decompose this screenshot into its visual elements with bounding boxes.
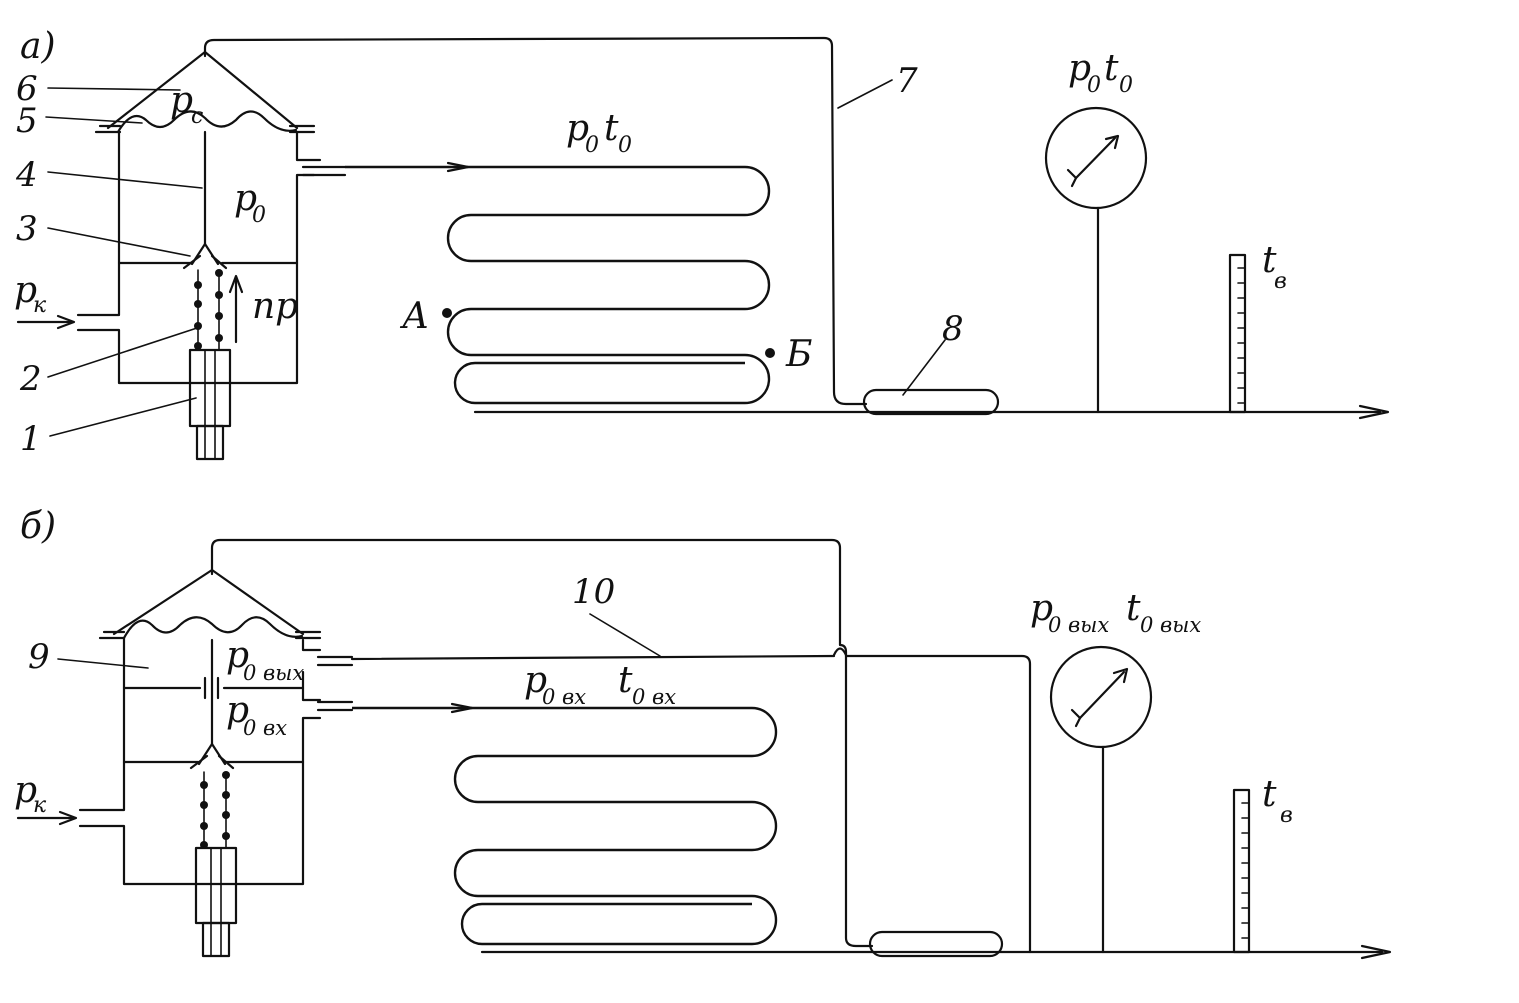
label-tv-a-sub: в: [1274, 269, 1287, 294]
diaphragm-a: [116, 110, 298, 134]
callout-3: 3: [16, 209, 38, 249]
label-t0-gauge-sub: 0: [1119, 73, 1133, 98]
callout-5: 5: [16, 101, 38, 141]
evaporator-coil-b: [352, 706, 778, 946]
label-pk-a-sub: к: [33, 293, 47, 318]
pressure-gauge-b: [1049, 645, 1153, 954]
sensing-bulb-8: [862, 388, 1000, 416]
panel-b: б): [14, 506, 1392, 960]
point-a-marker: [442, 308, 452, 318]
label-t0vx-coil-sub: 0 вх: [632, 685, 676, 709]
label-pk-a-p: p: [14, 270, 37, 311]
label-pr: пр: [252, 286, 298, 327]
label-tv-b-t: t: [1262, 774, 1277, 815]
label-p0vx-coil-p: p: [524, 660, 547, 701]
capillary-tube-b: [210, 538, 874, 948]
label-pk-b-sub: к: [33, 793, 47, 818]
callout-2: 2: [19, 359, 42, 399]
label-p0vyh-gauge-p: p: [1030, 588, 1053, 629]
callout-7: 7: [896, 61, 918, 101]
label-tv-b-sub: в: [1280, 803, 1293, 828]
label-p0-valve-sub: 0: [252, 203, 266, 228]
label-point-a: А: [399, 296, 429, 337]
callout-10: 10: [572, 572, 615, 612]
label-p0-gauge-p: p: [1068, 48, 1091, 89]
label-pk-b-p: p: [14, 770, 37, 811]
sensing-bulb-b: [868, 930, 1004, 958]
label-p0vx-valve-p: p: [226, 690, 249, 731]
callout-8: 8: [942, 309, 964, 349]
callout-1: 1: [20, 419, 42, 459]
label-t0-coil-sub: 0: [618, 133, 632, 158]
capillary-tube-7: [203, 36, 868, 406]
diaphragm-b: [122, 616, 304, 640]
label-p0vyh-gauge-sub: 0 вых: [1048, 613, 1109, 637]
label-pc-p: p: [170, 80, 193, 121]
panel-b-tag: б): [20, 506, 56, 547]
evaporator-coil-a: [345, 165, 771, 405]
label-p0-gauge-sub: 0: [1087, 73, 1101, 98]
label-t0-gauge-t: t: [1104, 48, 1119, 89]
point-b-marker: [765, 348, 775, 358]
callout-9: 9: [28, 637, 50, 677]
equalizer-line-10: [350, 654, 1032, 954]
label-p0vx-coil-sub: 0 вх: [542, 685, 586, 709]
callout-4: 4: [15, 155, 38, 195]
label-t0-coil-t: t: [604, 108, 619, 149]
label-p0-coil-p: p: [566, 108, 589, 149]
label-p0-coil-sub: 0: [585, 133, 599, 158]
valve-body-b: [16, 568, 354, 958]
thermometer-a: [1228, 253, 1247, 414]
thermometer-b: [1232, 788, 1251, 954]
callout-6: 6: [16, 69, 38, 109]
adjusting-screw-b: [194, 846, 238, 925]
adjusting-screw-a: [188, 348, 232, 428]
label-t0vyh-gauge-t: t: [1126, 588, 1141, 629]
label-p0vyh-valve-p: p: [226, 635, 249, 676]
label-t0vx-coil-t: t: [618, 660, 633, 701]
pressure-gauge-a: [1044, 106, 1148, 414]
panel-a-tag: а): [20, 26, 56, 67]
valve-body-a: [16, 50, 347, 461]
label-t0vyh-gauge-sub: 0 вых: [1140, 613, 1201, 637]
valve-cone-b: [197, 742, 227, 766]
label-pc-sub: c: [191, 104, 203, 129]
label-p0vx-valve-sub: 0 вх: [243, 716, 287, 740]
label-p0vyh-valve-sub: 0 вых: [243, 661, 304, 685]
label-point-b: Б: [785, 334, 812, 375]
valve-cone-a: [190, 242, 220, 266]
panel-a: а): [14, 26, 1390, 461]
label-p0-valve-p: p: [234, 178, 257, 219]
label-tv-a-t: t: [1262, 240, 1277, 281]
